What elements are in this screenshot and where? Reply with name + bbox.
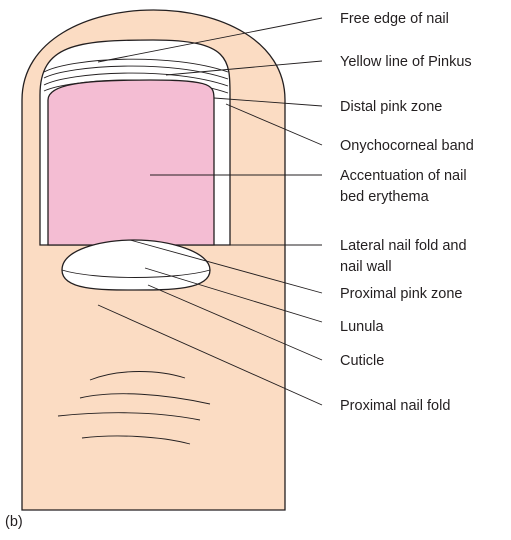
label-erythema-line-2: bed erythema (340, 189, 430, 205)
label-erythema-line-1: Accentuation of nail (340, 168, 467, 184)
panel-letter: (b) (5, 514, 23, 530)
label-distal-pink-zone: Distal pink zone (340, 99, 442, 115)
label-proximal-pink-zone: Proximal pink zone (340, 286, 463, 302)
label-yellow-line: Yellow line of Pinkus (340, 54, 472, 70)
label-free-edge: Free edge of nail (340, 11, 449, 27)
label-lunula: Lunula (340, 319, 384, 335)
label-lateral-fold-line-2: nail wall (340, 259, 392, 275)
label-lateral-fold-line-1: Lateral nail fold and (340, 238, 467, 254)
label-proximal-nail-fold: Proximal nail fold (340, 398, 450, 414)
label-cuticle: Cuticle (340, 353, 384, 369)
nail-bed (48, 80, 214, 245)
label-onychocorneal-band: Onychocorneal band (340, 138, 474, 154)
